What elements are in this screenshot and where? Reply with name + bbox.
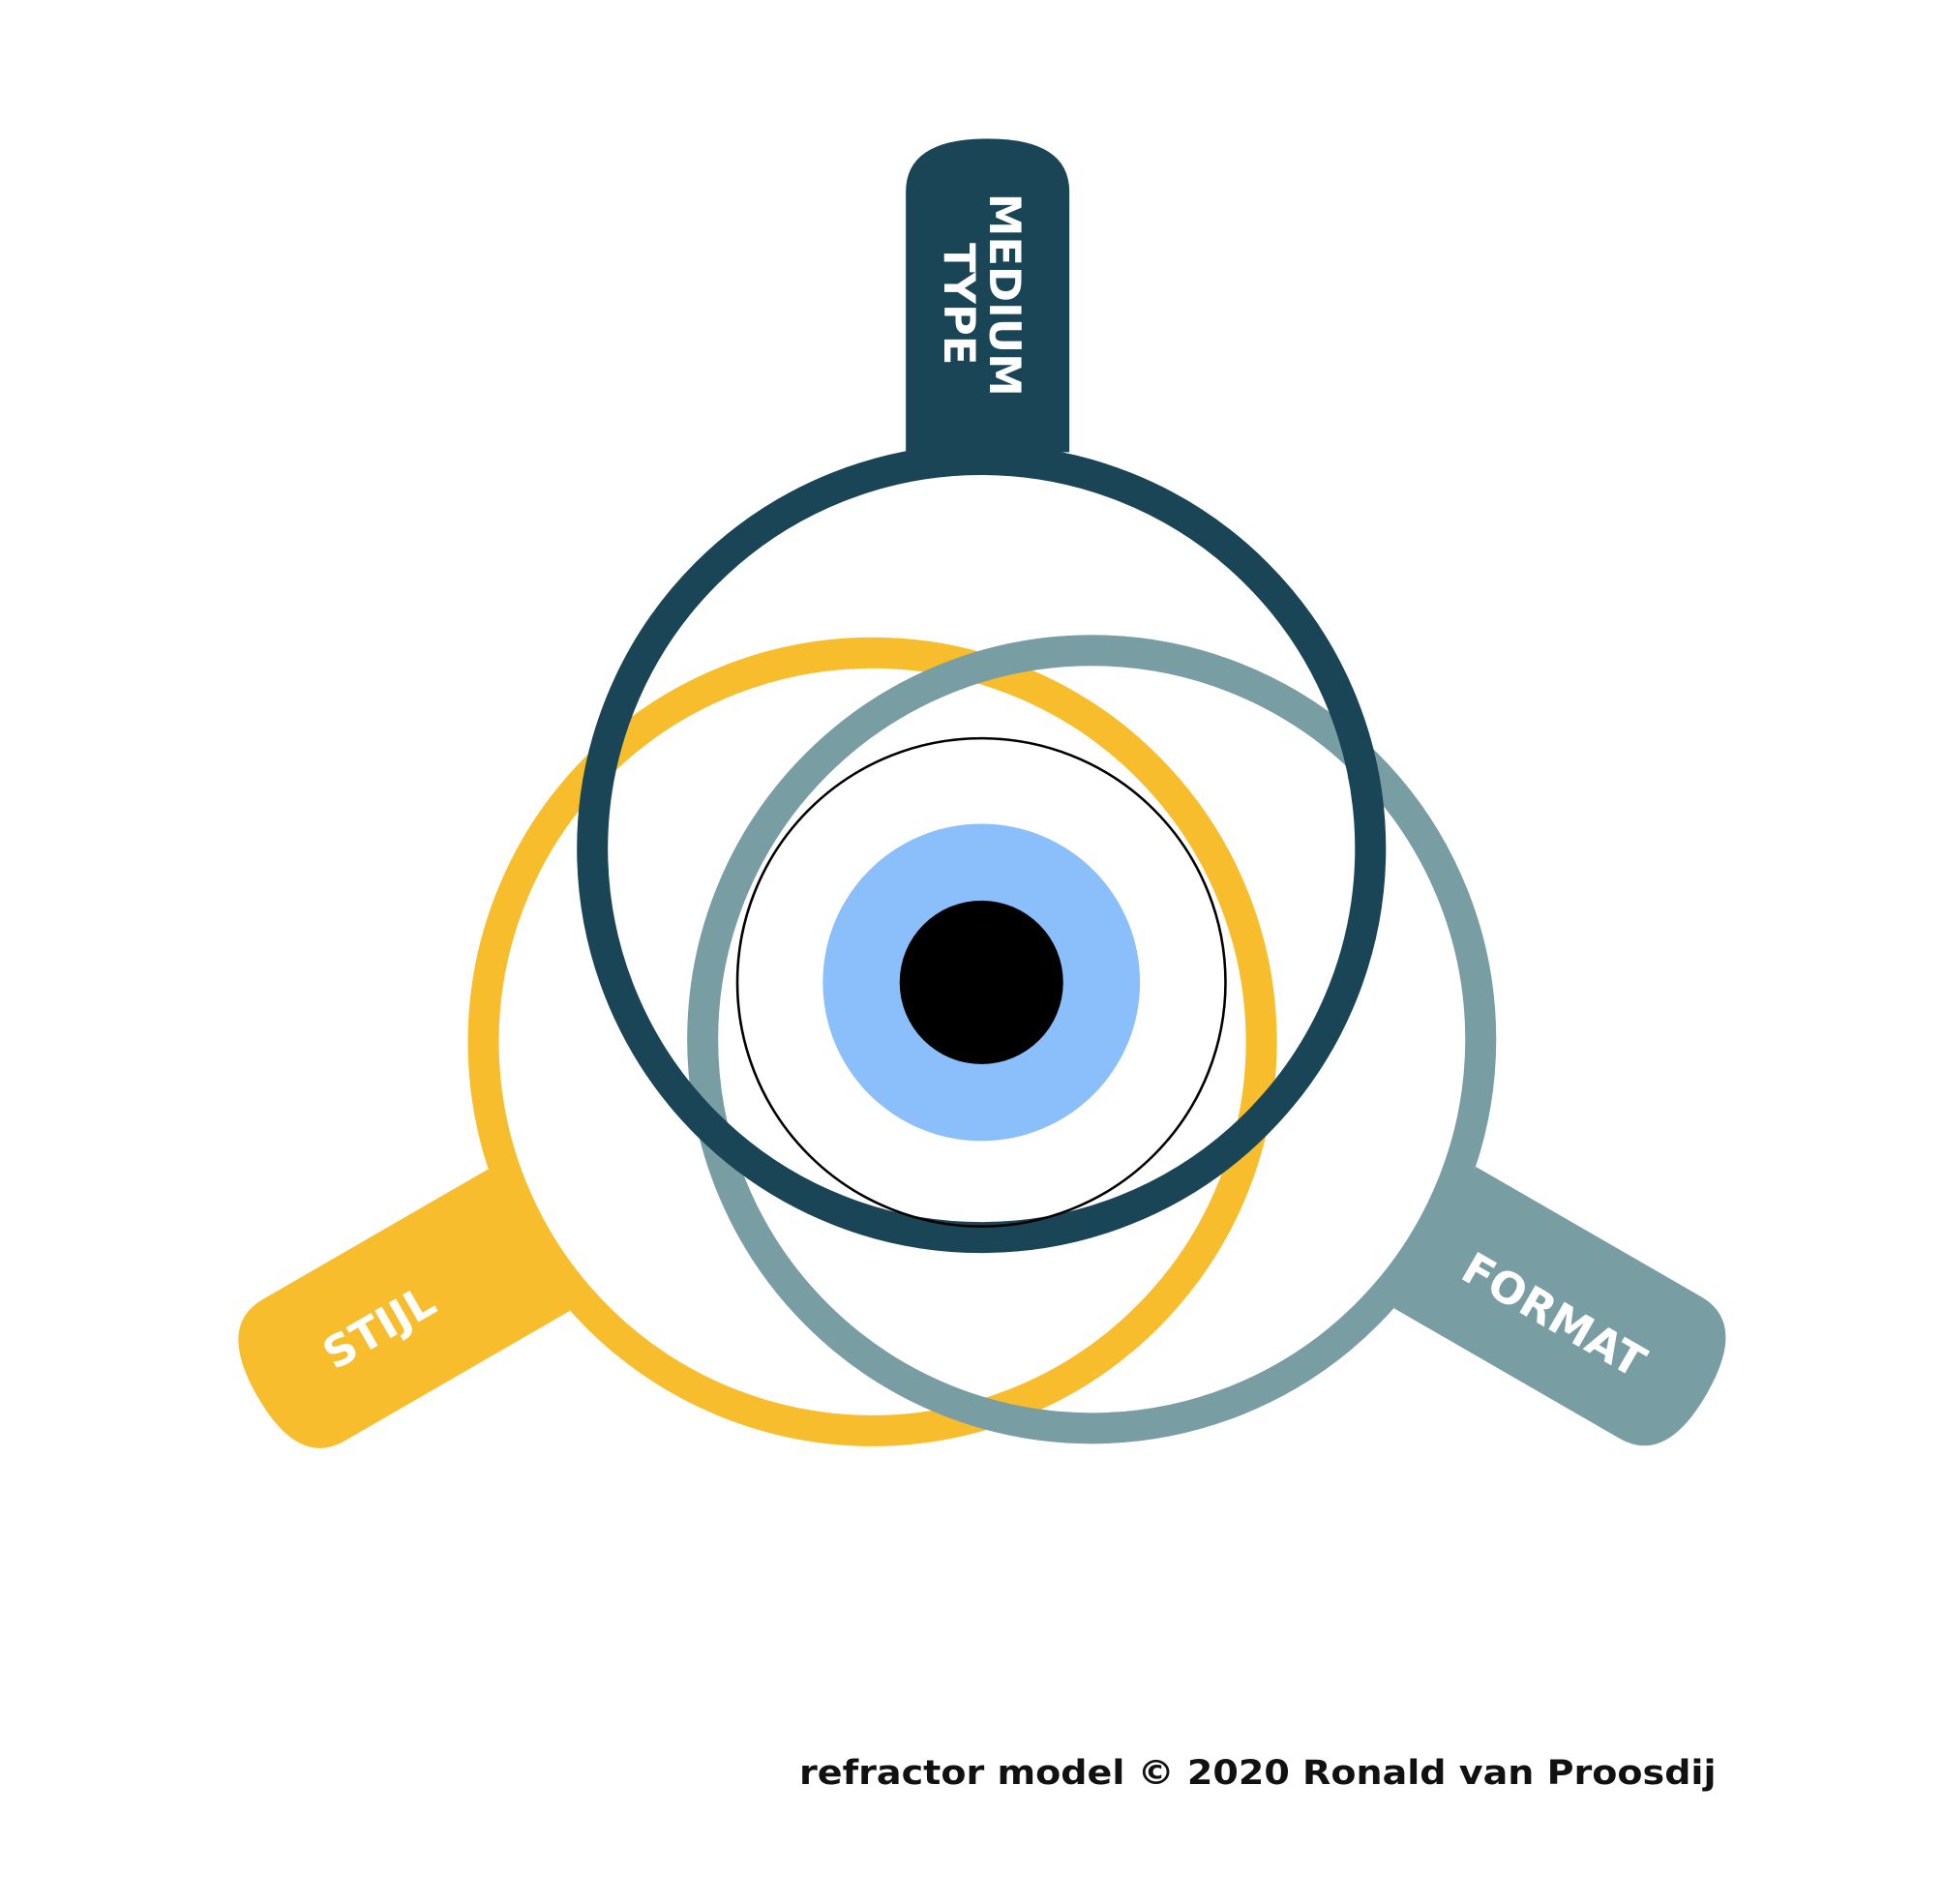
medium-type-tab [906,138,1070,453]
format-tab [1393,1166,1726,1446]
stijl-ring [467,637,1277,1446]
inner-outline-circle [735,736,1227,1228]
stijl-tab [238,1169,570,1448]
copyright-footer: refractor model © 2020 Ronald van Proosd… [799,1754,1717,1793]
medium-type-ring [577,444,1387,1254]
format-ring [687,635,1497,1444]
pupil-circle [899,900,1063,1064]
label-type: TYPE [934,243,985,365]
label-medium: MEDIUM [979,193,1031,397]
